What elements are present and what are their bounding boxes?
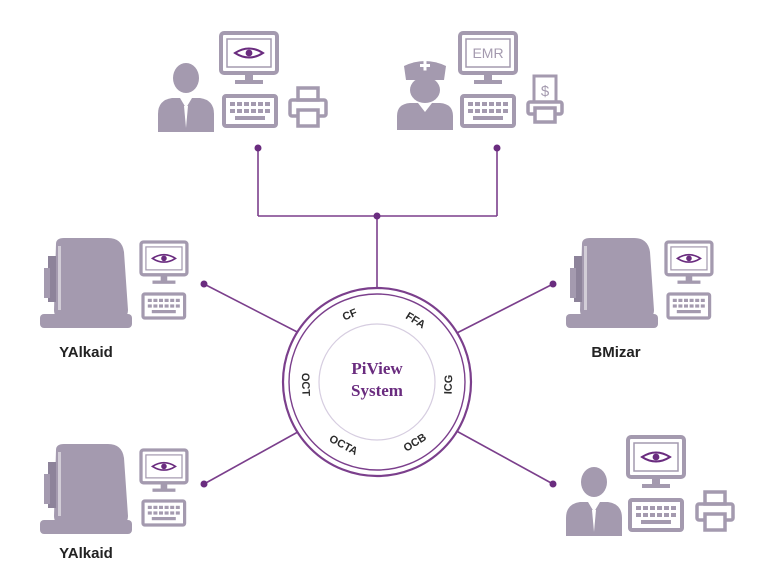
billing-printer-icon: $ <box>526 74 564 124</box>
dot-left-upper <box>200 280 208 288</box>
top-left-station <box>158 31 328 132</box>
emr-label: EMR <box>472 45 503 61</box>
hub-inner-circle <box>318 323 436 441</box>
keyboard-icon <box>141 292 187 320</box>
monitor-icon <box>664 240 714 286</box>
connection-dots <box>200 144 557 488</box>
device-label: BMizar <box>591 344 640 361</box>
left-upper-device: YAlkaid <box>40 238 189 361</box>
top-right-station: EMR $ <box>397 31 564 130</box>
dot-top-left <box>254 144 262 152</box>
monitor-icon <box>219 31 279 86</box>
user-icon <box>566 467 622 536</box>
fundus-camera-icon <box>40 444 132 534</box>
left-lower-device: YAlkaid <box>40 444 189 562</box>
hub-title-line2: System <box>351 381 403 400</box>
dot-top-junction <box>373 212 381 220</box>
nurse-icon <box>397 60 453 130</box>
billing-symbol: $ <box>541 83 550 100</box>
modality-label: CF <box>341 307 359 324</box>
monitor-icon <box>139 240 189 286</box>
device-label: YAlkaid <box>59 344 113 361</box>
device-label: YAlkaid <box>59 545 113 562</box>
keyboard-icon <box>222 94 278 128</box>
printer-icon <box>288 86 328 128</box>
user-icon <box>158 63 214 132</box>
dot-left-lower <box>200 480 208 488</box>
modality-label: OCT <box>299 373 312 397</box>
dot-top-right <box>493 144 501 152</box>
dot-right-lower <box>549 480 557 488</box>
keyboard-icon <box>628 498 684 532</box>
bottom-right-station <box>566 435 735 536</box>
keyboard-icon <box>666 292 712 320</box>
printer-icon <box>695 490 735 532</box>
right-device: BMizar <box>566 238 714 361</box>
dot-right-upper <box>549 280 557 288</box>
monitor-icon <box>139 448 189 494</box>
modality-label: ICG <box>443 375 456 395</box>
fundus-camera-icon <box>40 238 132 328</box>
fundus-camera-icon <box>566 238 658 328</box>
keyboard-icon <box>141 499 187 527</box>
hub-title-line1: PiView <box>351 359 403 378</box>
keyboard-icon <box>460 94 516 128</box>
monitor-icon <box>626 435 686 490</box>
